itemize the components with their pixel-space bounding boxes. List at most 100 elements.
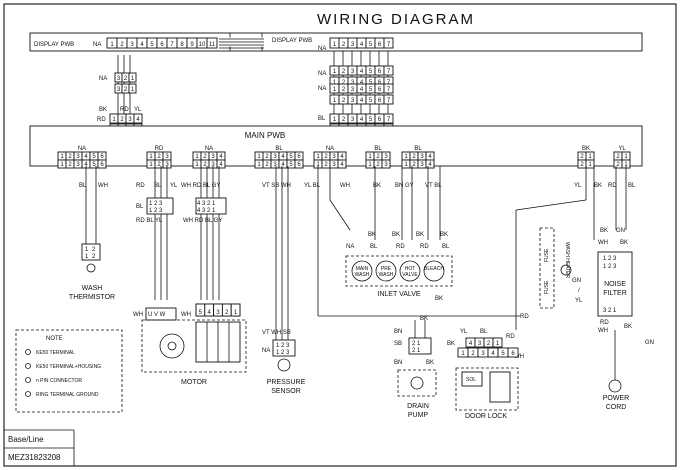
display-left-pin-num: 9: [190, 42, 194, 48]
bundle-pin-2-num: 7: [387, 87, 391, 93]
svg-text:WH: WH: [181, 312, 191, 318]
header-5-b-cell: [381, 159, 391, 169]
svg-text:NA: NA: [262, 348, 270, 354]
c1c-num: 3: [128, 117, 132, 123]
header-3-a-num: 1: [257, 154, 261, 160]
header-0-a-num: 5: [92, 154, 96, 160]
motor-pin-num: 5: [199, 310, 203, 316]
header-color-label: BL: [374, 146, 382, 152]
bundle-pin-1-num: 1: [333, 80, 337, 86]
bundle-pin-1-num: 3: [351, 80, 355, 86]
wash-wh: WH: [98, 183, 108, 189]
c1a2-num: 1: [131, 87, 135, 93]
display-pwb-left-label: DISPLAY PWB: [34, 42, 74, 48]
header-3-a-num: 3: [273, 154, 277, 160]
c1a2-num: 2: [124, 87, 128, 93]
svg-text:BL: BL: [480, 329, 488, 335]
bundle-pin-2-num: 4: [360, 87, 364, 93]
bundle-pin-2-num: 3: [351, 87, 355, 93]
svg-text:4 3 2 1: 4 3 2 1: [197, 208, 216, 214]
svg-text:BK: BK: [594, 183, 602, 189]
header-3-a-num: 6: [297, 154, 301, 160]
display-left-pin-num: 3: [130, 42, 134, 48]
header-0-b-num: 4: [84, 162, 88, 168]
svg-text:WH: WH: [133, 312, 143, 318]
display-right-pin-num: 6: [378, 42, 382, 48]
bundle-pin-2-num: 1: [333, 87, 337, 93]
bundle-pin-3-num: 1: [333, 98, 337, 104]
header-5-a-num: 2: [376, 154, 380, 160]
display-left-pin-cell: [206, 37, 218, 49]
svg-text:1 2 3: 1 2 3: [149, 201, 163, 207]
header-2-b-cell: [216, 159, 226, 169]
svg-text:GN: GN: [645, 340, 654, 346]
display-left-pin-num: 2: [120, 42, 124, 48]
svg-text:YL: YL: [574, 183, 582, 189]
display-right-pin-cell: [383, 37, 394, 49]
header-3-a-num: 4: [281, 154, 285, 160]
bundle-pin-2-cell: [383, 83, 394, 94]
svg-text:BK: BK: [426, 360, 434, 366]
svg-text:1 2 3: 1 2 3: [603, 256, 617, 262]
door-pin2-num: 6: [511, 351, 515, 357]
header-0-a-num: 3: [76, 154, 80, 160]
svg-text:RD: RD: [520, 314, 529, 320]
display-right-pin-num: 5: [369, 42, 373, 48]
header-0-a-num: 1: [60, 154, 64, 160]
bundle-pin-4-num: 5: [369, 117, 373, 123]
door-pin2-num: 1: [461, 351, 465, 357]
bundle-pin-1-num: 2: [342, 80, 346, 86]
svg-text:YL BL: YL BL: [304, 183, 321, 189]
header-2-b-num: 4: [219, 162, 223, 168]
c1c-num: 2: [120, 117, 124, 123]
header-6-b-num: 2: [412, 162, 416, 168]
header-7-b-num: 1: [588, 162, 592, 168]
valve-label: HOT: [405, 266, 416, 272]
fuse-label-1: FUSE: [544, 248, 550, 262]
svg-text:BN GY: BN GY: [395, 183, 414, 189]
bundle-bl: BL: [318, 116, 326, 122]
header-0-a-num: 6: [100, 154, 104, 160]
c1-rd2: RD: [97, 117, 106, 123]
header-2-b-num: 1: [195, 162, 199, 168]
bundle-pin-4-cell: [383, 113, 394, 124]
header-3-b-num: 2: [265, 162, 269, 168]
svg-text:BN: BN: [394, 360, 402, 366]
header-4-b-cell: [337, 159, 347, 169]
bundle-pin-0-num: 1: [333, 69, 337, 75]
c1a2-num: 3: [117, 87, 121, 93]
c1a-cell: [128, 72, 137, 83]
door-pin2-num: 3: [481, 351, 485, 357]
header-1-b-num: 3: [165, 162, 169, 168]
c1c-num: 4: [136, 117, 140, 123]
valve-label: MAIN: [356, 266, 369, 272]
sol-label: SOL: [466, 377, 476, 383]
c1-bk: BK: [99, 107, 107, 113]
svg-text:/: /: [578, 288, 580, 294]
svg-text:BK: BK: [624, 324, 632, 330]
display-left-pin-num: 7: [170, 42, 174, 48]
header-7-a-num: 1: [588, 154, 592, 160]
header-1-a-num: 3: [165, 154, 169, 160]
bundle-pin-1-num: 6: [378, 80, 382, 86]
header-5-a-num: 1: [368, 154, 372, 160]
display-right-pin-num: 7: [387, 42, 391, 48]
bundle-pin-3-num: 4: [360, 98, 364, 104]
header-5-b-num: 2: [376, 162, 380, 168]
header-color-label: YL: [618, 146, 626, 152]
svg-text:BK: BK: [620, 240, 628, 246]
header-2-a-num: 1: [195, 154, 199, 160]
bundle-pin-0-num: 7: [387, 69, 391, 75]
motor-label: MOTOR: [181, 379, 207, 386]
svg-text:BK: BK: [416, 232, 424, 238]
display-left-pin-num: 6: [160, 42, 164, 48]
svg-text:WH RD BL GY: WH RD BL GY: [181, 183, 220, 189]
